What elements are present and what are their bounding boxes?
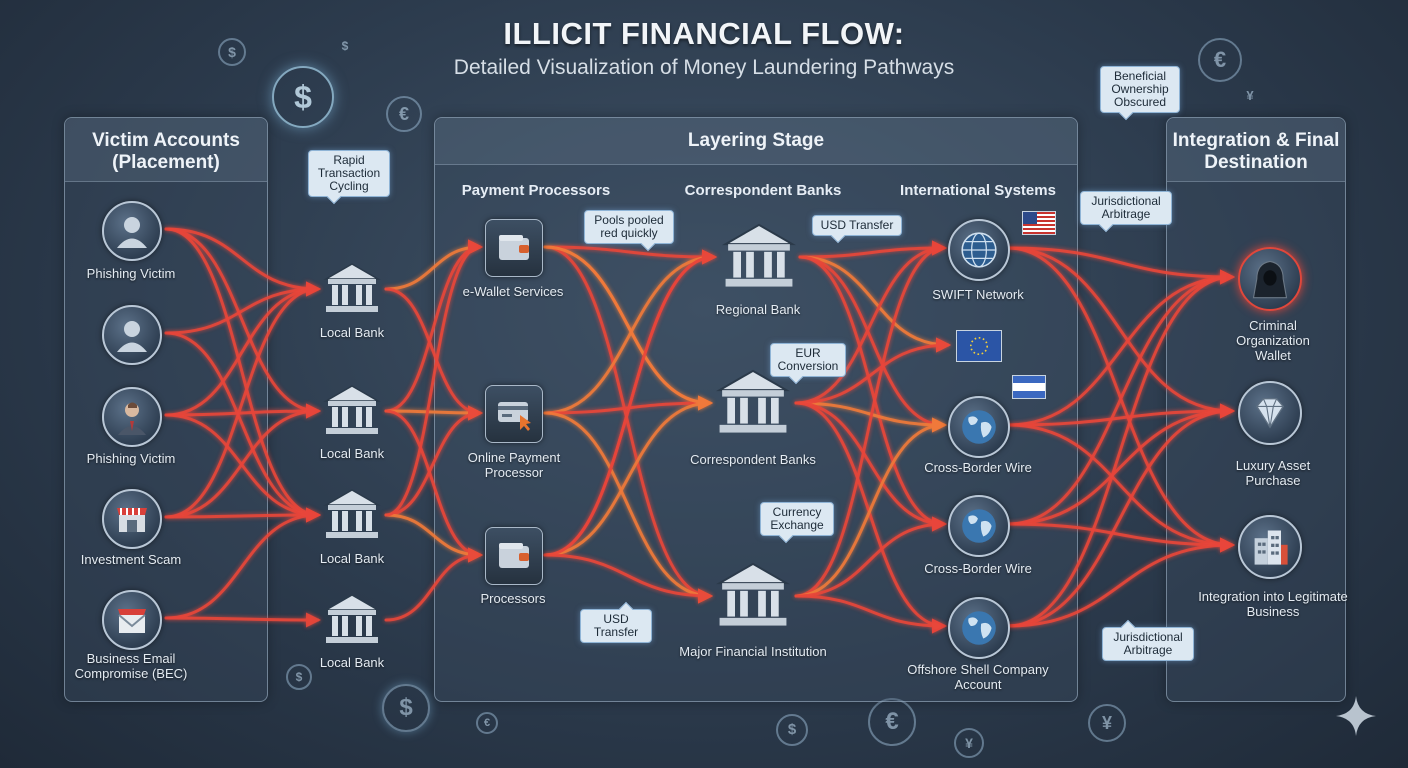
- dollar-coin-icon: $: [341, 39, 349, 53]
- destination-label: Integration into Legitimate Business: [1198, 589, 1348, 619]
- yen-coin-icon: ¥: [1088, 704, 1126, 742]
- international-label: SWIFT Network: [932, 287, 1024, 302]
- callout-currency-exchange: Currency Exchange: [760, 502, 834, 536]
- page-title: ILLICIT FINANCIAL FLOW:: [503, 16, 905, 51]
- processor-label: Online Payment Processor: [467, 450, 561, 480]
- column-international-systems: International Systems: [900, 182, 1056, 199]
- yen-coin-icon: ¥: [1246, 88, 1254, 103]
- victim-label: Phishing Victim: [86, 451, 176, 466]
- callout-eur-conversion: EUR Conversion: [770, 343, 846, 377]
- dollar-coin-icon: $: [218, 38, 246, 66]
- bank-icon[interactable]: [322, 383, 382, 439]
- storefront-icon[interactable]: [102, 489, 162, 549]
- wallet-icon[interactable]: [485, 219, 543, 277]
- local-bank-label: Local Bank: [319, 655, 385, 670]
- callout-jurisdictional-arbitrage: Jurisdictional Arbitrage: [1080, 191, 1172, 225]
- bank-icon[interactable]: [322, 592, 382, 648]
- victim-label: Investment Scam: [80, 552, 182, 567]
- local-bank-label: Local Bank: [319, 551, 385, 566]
- callout-usd-transfer: USD Transfer: [580, 609, 652, 643]
- callout-rapid-cycling: Rapid Transaction Cycling: [308, 150, 390, 197]
- callout-beneficial-ownership: Beneficial Ownership Obscured: [1100, 66, 1180, 113]
- wallet-icon[interactable]: [485, 527, 543, 585]
- international-label: Cross-Border Wire: [924, 561, 1032, 576]
- bank-icon[interactable]: [322, 487, 382, 543]
- us-flag-icon: [1022, 211, 1056, 235]
- layering-panel-title: Layering Stage: [435, 118, 1077, 165]
- processor-label: e-Wallet Services: [462, 284, 564, 299]
- international-label: Cross-Border Wire: [924, 460, 1032, 475]
- person-icon[interactable]: [102, 201, 162, 261]
- businessman-icon[interactable]: [102, 387, 162, 447]
- correspondent-bank-label: Regional Bank: [715, 302, 801, 317]
- diamond-icon[interactable]: [1238, 381, 1302, 445]
- local-bank-label: Local Bank: [319, 325, 385, 340]
- international-label: Offshore Shell Company Account: [907, 662, 1049, 692]
- euro-coin-icon: €: [868, 698, 916, 746]
- destination-label: Criminal Organization Wallet: [1236, 318, 1310, 363]
- integration-panel-title: Integration & Final Destination: [1167, 118, 1345, 182]
- column-correspondent-banks: Correspondent Banks: [684, 182, 842, 199]
- callout-jurisdictional-arbitrage: Jurisdictional Arbitrage: [1102, 627, 1194, 661]
- dollar-coin-icon: $: [286, 664, 312, 690]
- sparkle-icon: [1336, 696, 1376, 736]
- correspondent-bank-label: Major Financial Institution: [679, 644, 827, 659]
- local-bank-label: Local Bank: [319, 446, 385, 461]
- dollar-coin-icon: $: [776, 714, 808, 746]
- globe-icon[interactable]: [948, 597, 1010, 659]
- buildings-icon[interactable]: [1238, 515, 1302, 579]
- destination-label: Luxury Asset Purchase: [1235, 458, 1311, 488]
- hooded-criminal-icon[interactable]: [1238, 247, 1302, 311]
- placement-panel-title: Victim Accounts (Placement): [65, 118, 267, 182]
- page-subtitle: Detailed Visualization of Money Launderi…: [453, 56, 955, 79]
- victim-label: Phishing Victim: [86, 266, 176, 281]
- person-icon[interactable]: [102, 305, 162, 365]
- column-payment-processors: Payment Processors: [461, 182, 611, 199]
- globe-network-icon[interactable]: [948, 219, 1010, 281]
- euro-coin-icon: €: [386, 96, 422, 132]
- euro-coin-icon: €: [476, 712, 498, 734]
- bank-icon[interactable]: [714, 367, 792, 439]
- correspondent-bank-label: Correspondent Banks: [690, 452, 816, 467]
- envelope-icon[interactable]: [102, 590, 162, 650]
- eu-flag-icon: [956, 330, 1002, 362]
- victim-label: Business Email Compromise (BEC): [74, 651, 188, 681]
- callout-usd-transfer: USD Transfer: [812, 215, 902, 236]
- bank-icon[interactable]: [322, 261, 382, 317]
- processor-label: Processors: [480, 591, 546, 606]
- honduras-flag-icon: [1012, 375, 1046, 399]
- bank-icon[interactable]: [714, 560, 792, 632]
- bank-icon[interactable]: [720, 221, 798, 293]
- yen-coin-icon: ¥: [954, 728, 984, 758]
- callout-pools: Pools pooled red quickly: [584, 210, 674, 244]
- globe-icon[interactable]: [948, 396, 1010, 458]
- dollar-coin-icon: $: [382, 684, 430, 732]
- card-payment-icon[interactable]: [485, 385, 543, 443]
- globe-icon[interactable]: [948, 495, 1010, 557]
- placement-panel: Victim Accounts (Placement): [64, 117, 268, 702]
- euro-coin-icon: €: [1198, 38, 1242, 82]
- dollar-coin-icon: $: [272, 66, 334, 128]
